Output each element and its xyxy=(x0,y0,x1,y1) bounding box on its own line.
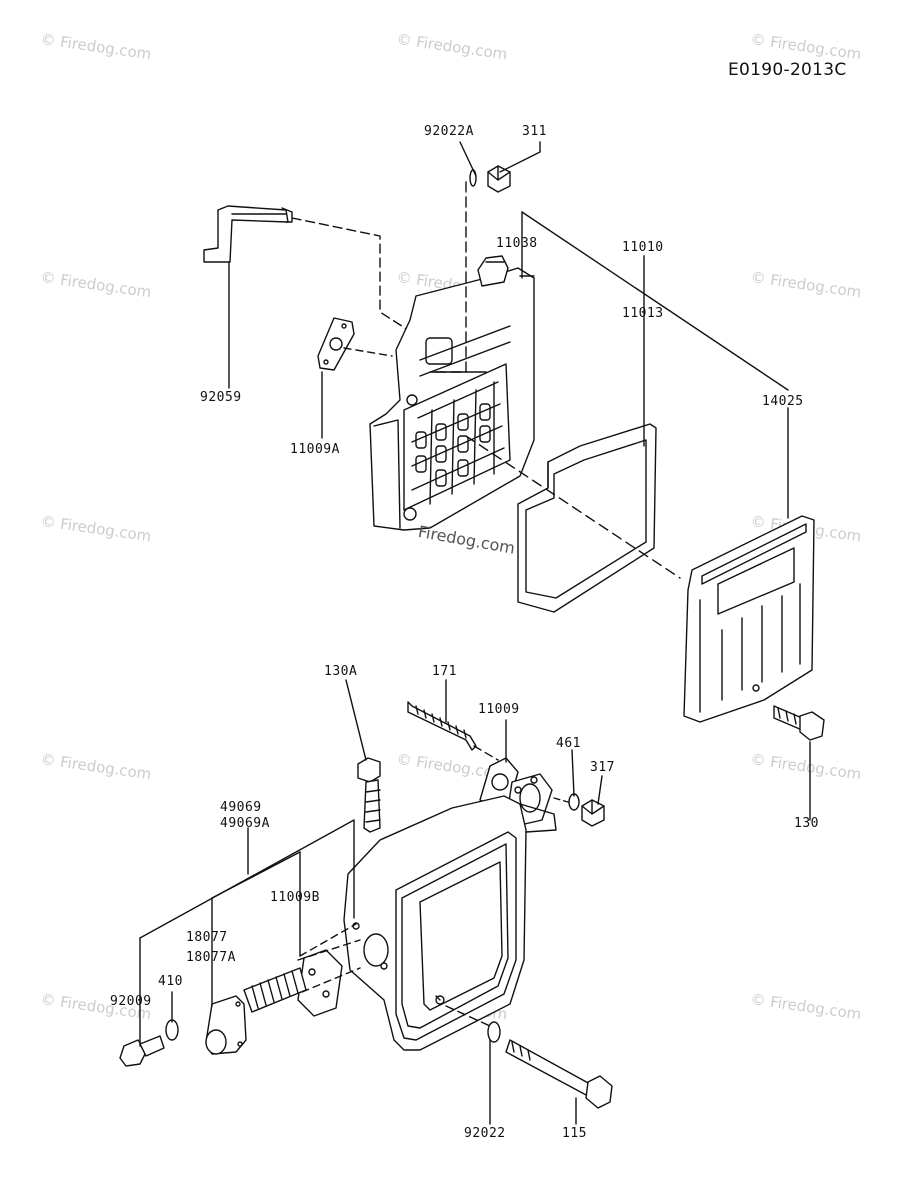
part-label: 410 xyxy=(158,974,183,989)
arrester-flange xyxy=(205,995,247,1055)
spark-arrester xyxy=(243,949,343,1017)
part-label: 49069A xyxy=(220,816,270,831)
bolt-130A xyxy=(357,757,381,833)
part-label: 18077A xyxy=(186,950,236,965)
part-label: 11009B xyxy=(270,890,320,905)
part-label: 92009 xyxy=(110,994,152,1009)
bolt-115 xyxy=(505,1039,613,1109)
air-cleaner-cover xyxy=(683,515,815,723)
part-label: 130A xyxy=(324,664,358,679)
part-label: 92022A xyxy=(424,124,474,139)
part-label: 92022 xyxy=(464,1126,506,1141)
part-label: 461 xyxy=(556,736,581,751)
part-label: 11013 xyxy=(622,306,664,321)
part-label: 14025 xyxy=(762,394,804,409)
air-filter-element xyxy=(517,423,657,613)
washer-92022 xyxy=(487,1021,501,1043)
part-label: 11038 xyxy=(496,236,538,251)
stud-171 xyxy=(407,701,477,751)
nut-311 xyxy=(487,165,511,193)
part-label: 92059 xyxy=(200,390,242,405)
part-label: 171 xyxy=(432,664,457,679)
nut-317 xyxy=(581,799,605,827)
part-label: 130 xyxy=(794,816,819,831)
diagram-id: E0190-2013C xyxy=(728,60,847,80)
part-label: 18077 xyxy=(186,930,228,945)
part-label: 11010 xyxy=(622,240,664,255)
muffler-body xyxy=(343,795,557,1051)
part-label: 115 xyxy=(562,1126,587,1141)
gasket xyxy=(317,317,355,371)
breather-tube xyxy=(203,205,293,263)
air-cleaner-base xyxy=(369,255,535,531)
bolt-92009 xyxy=(119,1035,165,1067)
part-label: 11009 xyxy=(478,702,520,717)
part-label: 49069 xyxy=(220,800,262,815)
washer-410 xyxy=(165,1019,179,1041)
part-label: 11009A xyxy=(290,442,340,457)
bolt-130 xyxy=(773,705,825,741)
part-label: 311 xyxy=(522,124,547,139)
part-label: 317 xyxy=(590,760,615,775)
washer-92022A xyxy=(469,169,477,187)
